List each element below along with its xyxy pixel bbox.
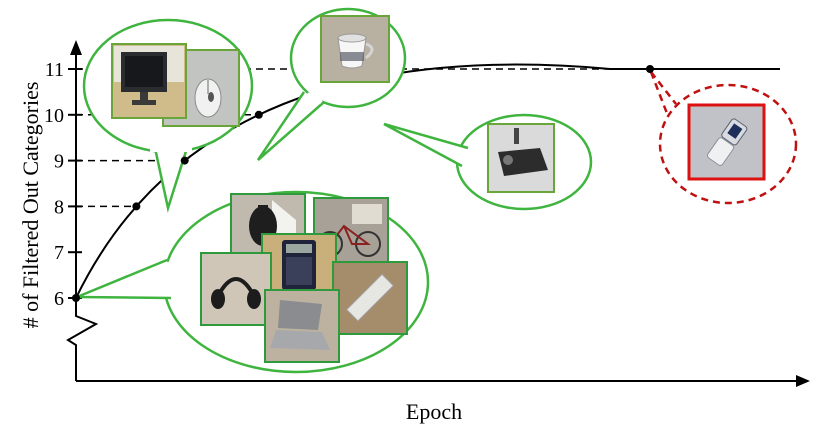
photo-laptop-icon bbox=[264, 289, 340, 363]
y-axis-arrowhead bbox=[70, 40, 82, 55]
series-curve bbox=[75, 63, 780, 299]
y-tick-label: 8 bbox=[54, 196, 64, 218]
callout-phone bbox=[649, 71, 798, 205]
y-tick-label: 7 bbox=[54, 242, 64, 264]
callouts bbox=[76, 7, 798, 374]
callout-mug bbox=[256, 7, 407, 161]
photo-flip-phone-icon bbox=[687, 103, 766, 181]
y-tick-label: 6 bbox=[54, 288, 64, 310]
y-axis bbox=[66, 44, 99, 381]
data-point bbox=[72, 294, 80, 302]
y-tick-labels: 6 7 8 9 10 11 bbox=[44, 59, 64, 310]
data-point bbox=[646, 65, 654, 73]
data-point bbox=[132, 202, 141, 211]
photo-monitor-icon bbox=[111, 43, 187, 119]
y-axis-title: # of Filtered Out Categories bbox=[18, 82, 43, 329]
y-tick-label: 10 bbox=[44, 105, 64, 127]
data-point bbox=[254, 110, 263, 119]
x-axis-title: Epoch bbox=[406, 399, 462, 424]
x-axis-arrowhead bbox=[796, 375, 810, 387]
photo-keyboard-icon bbox=[332, 261, 408, 335]
data-point bbox=[180, 156, 189, 165]
y-tick-label: 9 bbox=[54, 151, 64, 173]
photo-headphones-icon bbox=[200, 252, 272, 326]
callout-six-items bbox=[76, 190, 430, 374]
axes bbox=[66, 40, 810, 387]
y-tick-label: 11 bbox=[45, 59, 64, 81]
photo-calculator-icon bbox=[261, 233, 337, 297]
callout-projector bbox=[383, 113, 593, 211]
photo-mug-icon bbox=[320, 15, 390, 83]
data-markers bbox=[72, 65, 654, 302]
callout-monitor-mouse bbox=[82, 18, 254, 213]
photo-projector-icon bbox=[487, 123, 555, 193]
